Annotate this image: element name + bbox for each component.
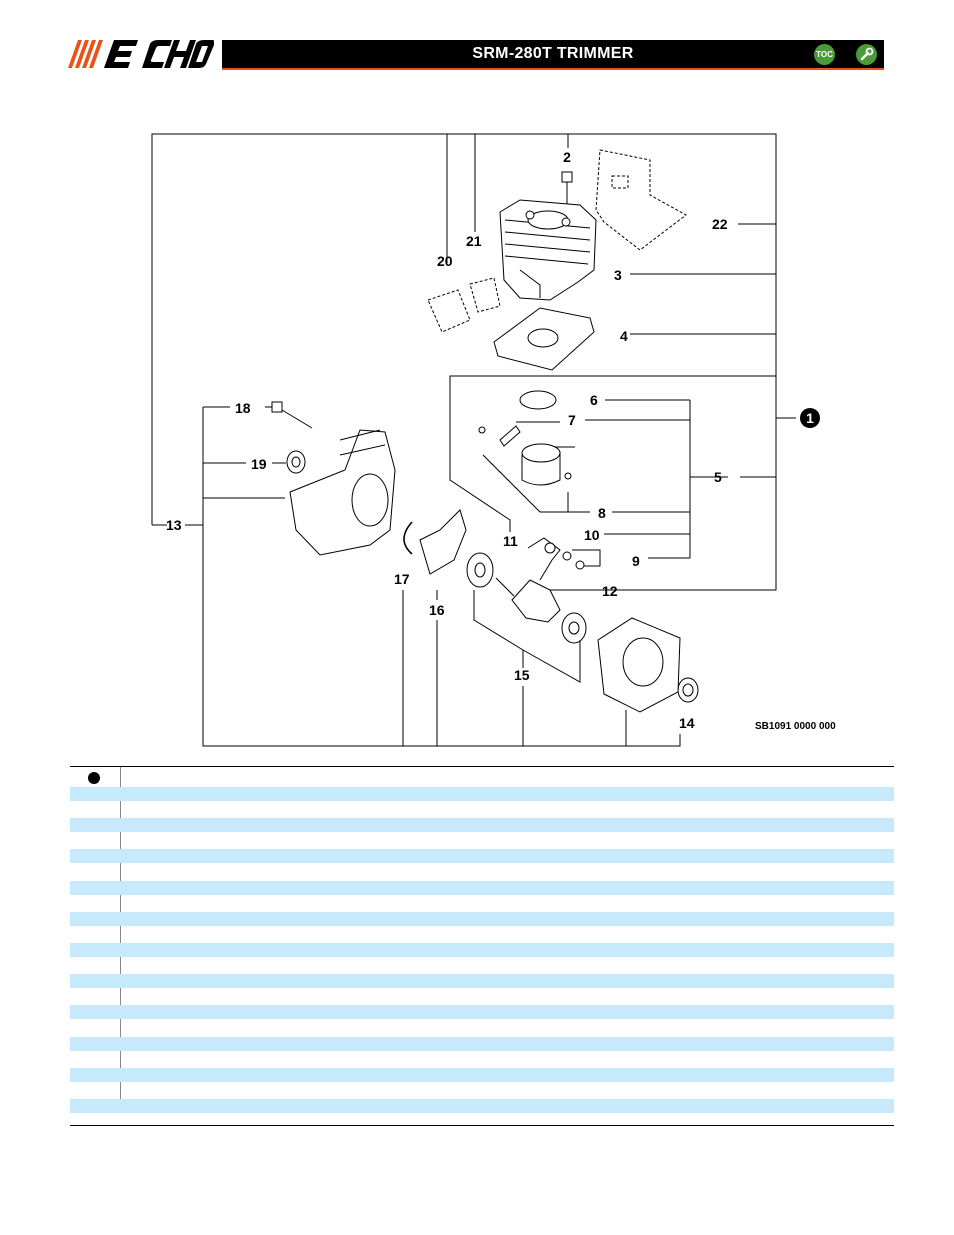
table-row (70, 818, 894, 833)
cylinder (499, 199, 597, 301)
callout-4: 4 (620, 328, 628, 344)
table-column-divider (120, 767, 121, 1113)
callout-1: 1 (806, 410, 814, 426)
wrench-icon (860, 47, 874, 61)
callout-7: 7 (568, 412, 576, 428)
heat-shield (595, 149, 687, 251)
callout-22: 22 (712, 216, 728, 232)
callout-12: 12 (602, 583, 618, 599)
callout-labels: 1 2 3 4 5 6 7 8 9 10 11 12 13 14 15 16 1… (166, 149, 836, 732)
callout-8: 8 (598, 505, 606, 521)
callout-20: 20 (437, 253, 453, 269)
crankcase-bolt (271, 401, 313, 429)
callout-17: 17 (394, 571, 410, 587)
intake-gaskets (427, 277, 501, 333)
callout-16: 16 (429, 602, 445, 618)
service-button[interactable] (856, 44, 877, 65)
table-row (70, 849, 894, 864)
callout-9: 9 (632, 553, 640, 569)
diagram-reference-code: SB1091 0000 000 (755, 721, 836, 732)
callout-18: 18 (235, 400, 251, 416)
echo-logo (68, 40, 214, 68)
bearings (466, 552, 587, 644)
crankshaft (495, 537, 585, 623)
callout-21: 21 (466, 233, 482, 249)
circlip-and-plate (403, 509, 467, 575)
exploded-parts-diagram: 1 2 3 4 5 6 7 8 9 10 11 12 13 14 15 16 1… (151, 133, 836, 747)
logo-stripes (68, 40, 103, 68)
callout-6: 6 (590, 392, 598, 408)
callout-5: 5 (714, 469, 722, 485)
table-row (70, 787, 894, 801)
kit-marker-icon (800, 408, 820, 428)
table-row (70, 1099, 894, 1113)
toc-button[interactable]: TOC (814, 44, 835, 65)
toc-icon: TOC (816, 50, 833, 59)
table-row (70, 880, 894, 895)
callout-15: 15 (514, 667, 530, 683)
table-row (70, 911, 894, 926)
callout-13: 13 (166, 517, 182, 533)
header-bar: SRM-280T TRIMMER TOC (222, 40, 884, 70)
page-title: SRM-280T TRIMMER (472, 45, 634, 62)
parts-list-table (70, 766, 894, 1126)
callout-19: 19 (251, 456, 267, 472)
crankcase (289, 429, 396, 556)
callout-14: 14 (679, 715, 695, 731)
callout-3: 3 (614, 267, 622, 283)
callout-11: 11 (503, 533, 518, 549)
table-row (70, 1067, 894, 1082)
table-row (70, 974, 894, 989)
cylinder-gasket (493, 307, 595, 371)
table-row (70, 1005, 894, 1020)
cylinder-bolt (561, 171, 573, 204)
callout-2: 2 (563, 149, 571, 165)
crankcase-half (597, 617, 681, 713)
table-row (70, 943, 894, 957)
piston-kit (478, 390, 572, 486)
oil-seals (286, 450, 699, 703)
parts-art (271, 149, 699, 713)
callout-10: 10 (584, 527, 600, 543)
leader-lines (151, 133, 796, 747)
kit-bullet-icon (88, 772, 100, 784)
table-row (70, 1036, 894, 1051)
